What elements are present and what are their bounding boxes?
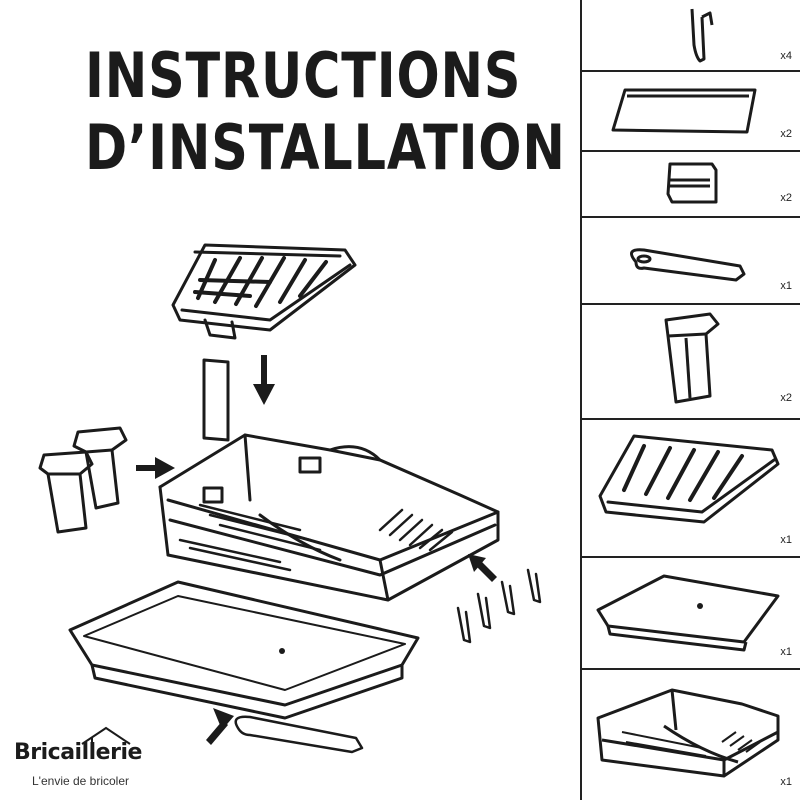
spout-icon [234,715,364,754]
row-divider [580,556,800,558]
plate-icon [611,88,757,134]
qty-label: x1 [780,776,792,788]
drip-tray-icon [68,580,420,720]
dish-rack-icon [596,688,780,778]
up-arrow-icon [206,708,234,745]
qty-label: x4 [780,50,792,62]
row-divider [580,150,800,152]
qty-label: x2 [780,392,792,404]
qty-label: x2 [780,128,792,140]
row-divider [580,668,800,670]
brand-tagline: L'envie de bricoler [32,774,130,788]
row-divider [580,303,800,305]
page-title: INSTRUCTIONS D’INSTALLATION [85,39,566,184]
row-divider [580,418,800,420]
drip-tray-icon [596,574,780,652]
dish-rack-body-icon [158,433,500,602]
clip-hooks-icon [456,568,542,644]
spout-icon [630,248,746,282]
assembly-diagram [38,243,542,754]
right-arrow-icon [136,457,175,479]
row-divider [580,70,800,72]
divider-plate-icon [202,358,230,442]
house-roof-icon [81,726,131,745]
top-rack-icon [598,434,780,524]
cutlery-cup-icon [664,312,720,404]
parts-list: x4 x2 x2 x1 x2 x1 x1 [580,0,800,800]
clip-hook-icon [690,8,714,63]
title-line-2: D’INSTALLATION [85,111,566,184]
title-line-1: INSTRUCTIONS [85,39,522,112]
qty-label: x2 [780,192,792,204]
qty-label: x1 [780,646,792,658]
diagonal-arrow-icon [468,554,497,582]
cutlery-cups-icon [38,426,128,534]
parts-list-border [580,0,582,800]
row-divider [580,216,800,218]
down-arrow-icon [253,355,275,405]
qty-label: x1 [780,280,792,292]
bracket-icon [666,162,718,204]
brand-name: Bricaillerie [14,740,142,765]
top-rack-icon [171,243,357,340]
qty-label: x1 [780,534,792,546]
